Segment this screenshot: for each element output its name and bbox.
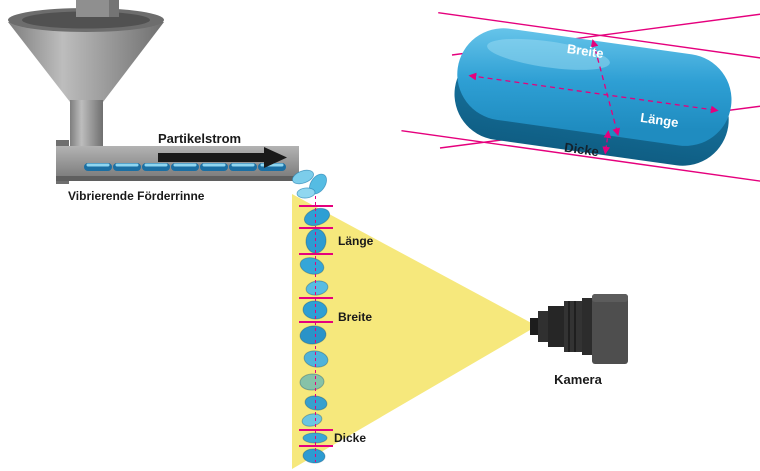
camera-focus-ring <box>564 301 582 352</box>
tray-underside <box>56 176 299 181</box>
stream-measurements: Länge Breite Dicke <box>299 196 374 462</box>
hopper-funnel <box>8 0 164 150</box>
pellet-highlight <box>487 38 610 70</box>
particle <box>299 325 327 345</box>
camera-label: Kamera <box>554 372 602 387</box>
flow-arrow-shaft <box>158 153 264 162</box>
funnel-inlet-shade <box>109 0 119 17</box>
edge-particle-cluster <box>292 169 327 199</box>
particle <box>302 448 326 464</box>
particle <box>299 373 325 391</box>
camera-lens-ring <box>538 311 548 342</box>
tangent-line <box>401 129 760 183</box>
particle <box>296 187 316 199</box>
particle-stream <box>299 207 331 464</box>
stream-width-label: Breite <box>338 310 372 324</box>
funnel-cone <box>8 22 164 102</box>
tangent-line <box>438 11 760 62</box>
particle <box>292 169 314 185</box>
flow-arrow-head-icon <box>264 147 287 168</box>
stream-length-label: Länge <box>338 234 374 248</box>
feeder-label: Vibrierende Förderrinne <box>68 189 205 203</box>
pellet-thickness-line <box>602 130 612 155</box>
particle <box>301 413 323 427</box>
camera-body-top <box>592 294 628 302</box>
pellet-length-line <box>468 72 719 114</box>
camera-icon <box>530 294 628 364</box>
pellet-width-line <box>590 39 621 137</box>
pellet-width-label: Breite <box>566 41 605 61</box>
particle <box>303 207 331 227</box>
camera-body <box>592 294 628 364</box>
funnel-inlet-pipe <box>76 0 119 17</box>
pellet-length-label: Länge <box>639 110 679 130</box>
particle <box>299 257 325 275</box>
pellet-thickness-label: Dicke <box>563 140 599 160</box>
light-beam-cone <box>292 194 537 469</box>
camera-lens-barrel <box>548 306 564 347</box>
funnel-stem <box>70 100 103 150</box>
flow-label: Partikelstrom <box>158 131 241 146</box>
pellet-3d: Breite Länge Dicke <box>401 11 760 183</box>
feeder-tray <box>56 140 299 184</box>
camera-mount <box>582 298 592 355</box>
particle-flow: Partikelstrom <box>158 131 287 168</box>
stream-thickness-label: Dicke <box>334 431 366 445</box>
camera-lens-tip <box>530 318 538 335</box>
